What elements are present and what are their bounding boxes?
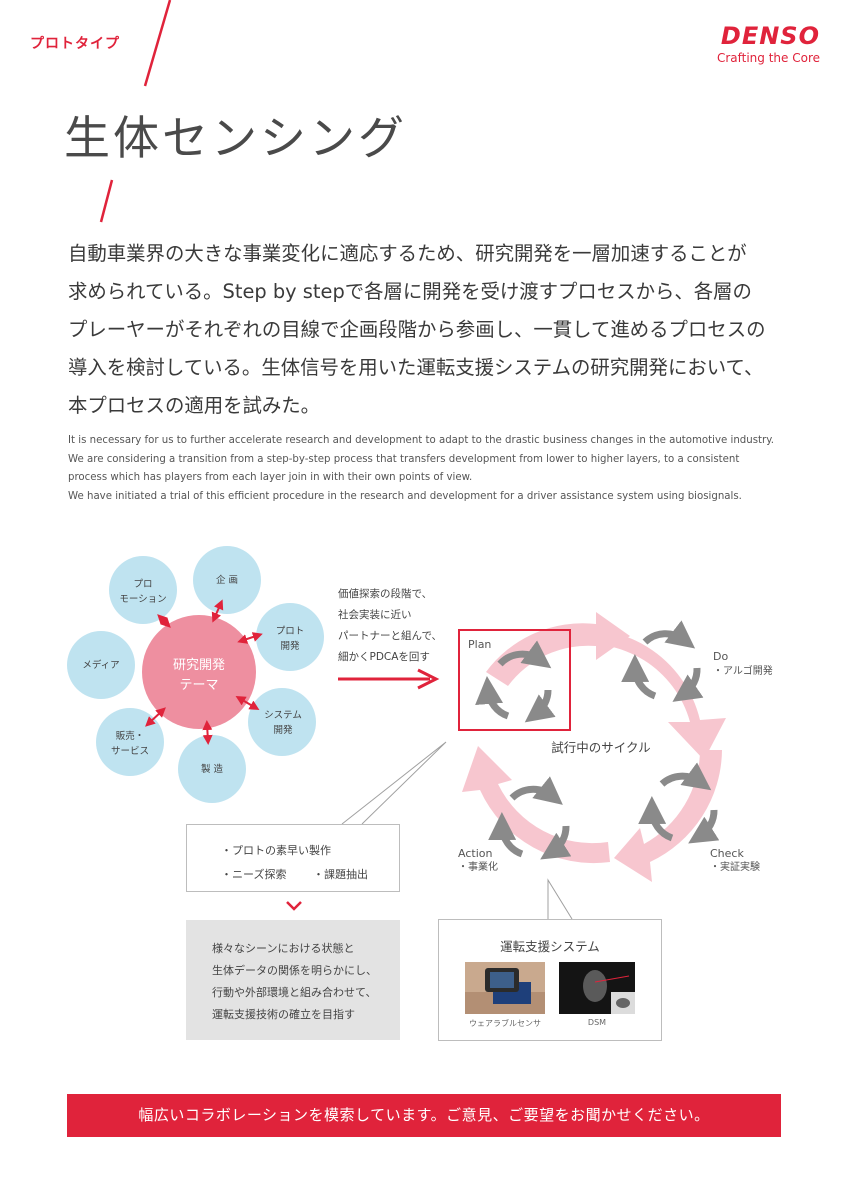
callout-pointer bbox=[547, 878, 573, 920]
double-arrow-icon bbox=[157, 614, 171, 628]
check-label: Check bbox=[710, 847, 744, 860]
denso-logo: DENSO Crafting the Core bbox=[690, 22, 820, 65]
double-arrow-icon bbox=[145, 707, 166, 727]
goal-line: 運転支援技術の確立を目指す bbox=[212, 1008, 355, 1021]
decorative-slashes bbox=[99, 0, 172, 223]
dsm-camera-image bbox=[559, 962, 635, 1014]
right-arrow-icon bbox=[338, 668, 440, 690]
brand-name: DENSO bbox=[720, 22, 820, 50]
satellite-planning bbox=[193, 546, 261, 614]
action-label: Action bbox=[458, 847, 492, 860]
satellite-label: モーション bbox=[119, 594, 166, 605]
satellite-media bbox=[67, 631, 135, 699]
cycle-gear-icon bbox=[638, 762, 720, 844]
satellite-label: プロト bbox=[276, 626, 305, 637]
goal-line: 生体データの関係を明らかにし、 bbox=[212, 964, 377, 977]
double-arrow-icon bbox=[211, 599, 224, 623]
action-sub-label: ・事業化 bbox=[458, 860, 498, 873]
arrow-note-line: 社会実装に近い bbox=[338, 608, 412, 621]
double-arrow-icon bbox=[235, 695, 260, 711]
brand-tagline: Crafting the Core bbox=[716, 51, 820, 65]
cycle-gear-icon bbox=[488, 776, 572, 860]
satellite-manufacturing bbox=[178, 735, 246, 803]
goal-line: 様々なシーンにおける状態と bbox=[212, 942, 355, 955]
jp-line: 求められている。Step by stepで各層に開発を受け渡すプロセスから、各層… bbox=[68, 280, 752, 303]
note-item: ・課題抽出 bbox=[313, 868, 368, 881]
jp-line: 自動車業界の大きな事業変化に適応するため、研究開発を一層加速することが bbox=[68, 242, 747, 265]
callout-pointer bbox=[341, 741, 447, 825]
system-title: 運転支援システム bbox=[500, 939, 600, 954]
double-arrow-icon bbox=[202, 720, 213, 745]
dsm-caption: DSM bbox=[587, 1018, 607, 1027]
wearable-sensor-caption: ウェアラブルセンサ bbox=[469, 1019, 541, 1028]
cycle-gear-icon bbox=[475, 640, 556, 723]
theme-circle bbox=[142, 615, 256, 729]
satellite-system bbox=[248, 688, 316, 756]
japanese-description: 自動車業界の大きな事業変化に適応するため、研究開発を一層加速することが 求められ… bbox=[68, 235, 788, 425]
english-description: It is necessary for us to further accele… bbox=[68, 432, 788, 506]
satellite-label: 製 造 bbox=[201, 763, 224, 775]
note-item: ・プロトの素早い製作 bbox=[221, 844, 331, 857]
satellite-label: 企 画 bbox=[216, 574, 238, 586]
page-title: 生体センシング bbox=[64, 111, 407, 165]
plan-label: Plan bbox=[468, 638, 491, 651]
satellite-label: システム bbox=[264, 710, 302, 721]
satellite-prototype bbox=[256, 603, 324, 671]
note-item: ・ニーズ探索 bbox=[221, 868, 287, 881]
satellite-label: 開発 bbox=[280, 640, 300, 652]
satellite-label: 販売・ bbox=[116, 730, 145, 742]
goal-line: 行動や外部環境と組み合わせて、 bbox=[212, 986, 377, 999]
jp-line: 本プロセスの適用を試みた。 bbox=[68, 394, 321, 417]
wearable-sensor-image bbox=[465, 962, 545, 1014]
prototype-tag: プロトタイプ bbox=[30, 36, 120, 52]
satellite-label: 開発 bbox=[273, 724, 293, 736]
jp-line: プレーヤーがそれぞれの目線で企画段階から参画し、一貫して進めるプロセスの bbox=[68, 318, 766, 341]
satellite-label: サービス bbox=[111, 746, 149, 757]
en-line: We are considering a transition from a s… bbox=[68, 453, 740, 465]
satellite-promotion bbox=[109, 556, 177, 624]
goal-box: 様々なシーンにおける状態と 生体データの関係を明らかにし、 行動や外部環境と組み… bbox=[186, 920, 400, 1040]
satellite-label: メディア bbox=[82, 659, 119, 671]
check-sub-label: ・実証実験 bbox=[710, 860, 760, 873]
arrow-note-line: 価値探索の段階で、 bbox=[338, 587, 432, 600]
arrow-note-line: パートナーと組んで、 bbox=[338, 629, 442, 642]
theme-label: テーマ bbox=[179, 678, 218, 693]
chevron-down-icon bbox=[286, 901, 302, 911]
jp-line: 導入を検討している。生体信号を用いた運転支援システムの研究開発において、 bbox=[68, 356, 764, 379]
cycle-center-label: 試行中のサイクル bbox=[551, 740, 650, 755]
en-line: process which has players from each laye… bbox=[68, 472, 473, 483]
en-line: We have initiated a trial of this effici… bbox=[68, 490, 742, 502]
do-sub-label: ・アルゴ開発 bbox=[713, 664, 773, 677]
satellite-label: プロ bbox=[133, 579, 152, 590]
driver-assist-system-box: 運転支援システム ウェアラブルセンサ DSM bbox=[438, 919, 662, 1041]
arrow-note-line: 細かくPDCAを回す bbox=[338, 650, 430, 663]
plan-highlight-box bbox=[458, 629, 571, 731]
do-label: Do bbox=[713, 650, 728, 663]
double-arrow-icon bbox=[237, 632, 263, 644]
en-line: It is necessary for us to further accele… bbox=[68, 435, 775, 446]
cycle-gear-icon bbox=[621, 620, 704, 702]
collaboration-banner: 幅広いコラボレーションを模索しています。ご意見、ご要望をお聞かせください。 bbox=[67, 1094, 781, 1137]
prototype-notes-box: ・プロトの素早い製作 ・ニーズ探索 ・課題抽出 bbox=[186, 824, 400, 892]
theme-label: 研究開発 bbox=[173, 658, 225, 673]
